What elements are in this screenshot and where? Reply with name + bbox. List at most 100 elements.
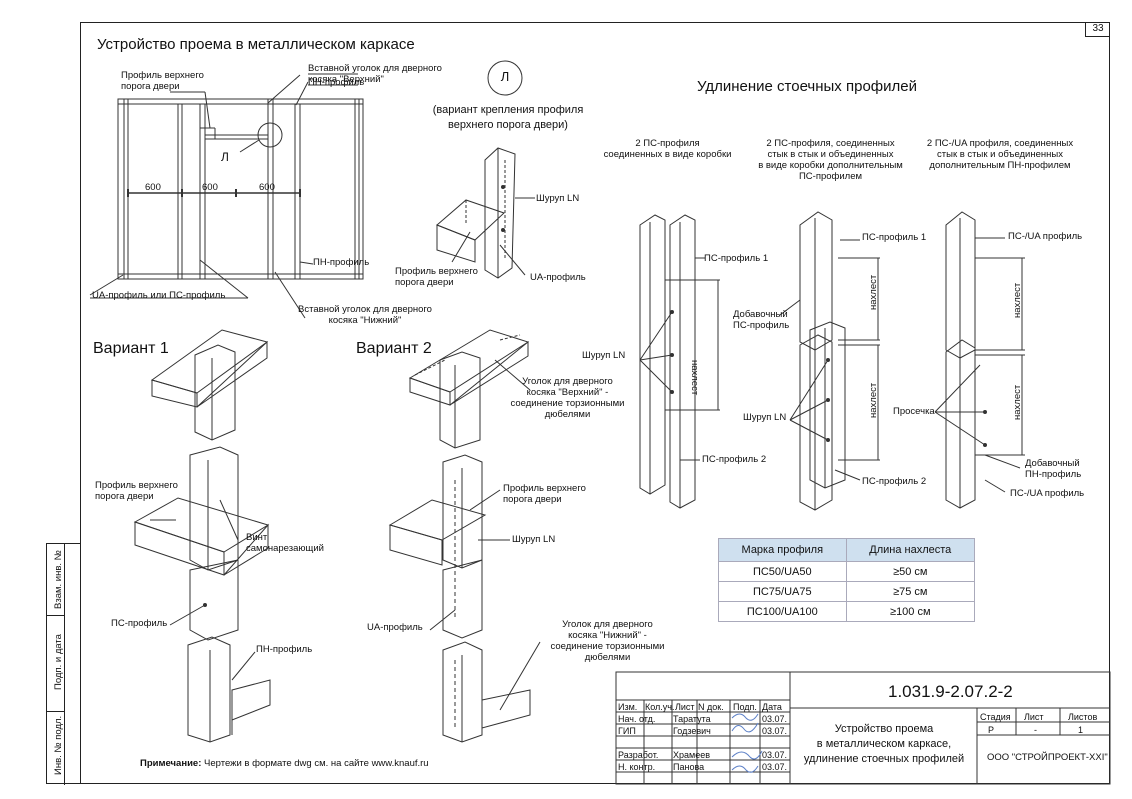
table-cell: ≥100 см [845,601,976,622]
opening-title: Устройство проема в металлическом каркас… [97,36,415,53]
table-cell: ≥50 см [845,561,976,582]
role-4: Н. контр. [618,762,656,772]
label-v2-screw: Шуруп LN [512,534,556,545]
col-header-podp: Подп. [733,702,757,712]
note-label: Примечание: [140,758,202,769]
label-pn-profile-top: ПН-профиль [308,77,365,88]
sheet-value: - [1034,725,1037,735]
stage-value: Р [988,725,995,735]
note-text: Чертежи в формате dwg см. на сайте www.k… [201,758,429,769]
variant2-middle [388,454,510,639]
company-name: ООО "СТРОЙПРОЕКТ-XXI" [987,752,1108,763]
table-cell: ПС100/UA100 [718,601,847,622]
extension-header-2: 2 ПС-профиля, соединенных стык в стык и … [758,138,903,182]
date-4: 03.07. [762,762,788,772]
col-header-ndoc: N док. [698,702,724,712]
drawing-sheet [80,22,1110,784]
label-detail-screw: Шуруп LN [536,193,580,204]
role-1: Нач. отд. [618,714,656,724]
extension-column-3 [934,211,1025,509]
table-row: ПС50/UA50 ≥50 см [718,561,976,582]
label-v2-top-sill: Профиль верхнего порога двери [503,483,586,505]
label-v1-screw: Винт самонарезающий [246,532,324,554]
name-2: Годзевич [673,726,711,736]
label-pn-profile-bottom: ПН-профиль [313,257,370,268]
table-cell: ≥75 см [845,581,976,602]
variant2-title: Вариант 2 [356,340,432,357]
label-c2-screw: Шуруп LN [743,412,787,423]
name-4: Панова [673,762,705,772]
extension-header-3: 2 ПС-/UA профиля, соединенных стык в сты… [926,138,1074,171]
label-insert-corner-top: Вставной уголок для дверного косяка "Вер… [308,63,442,85]
name-3: Храмеев [673,750,710,760]
label-v1-ps: ПС-профиль [111,618,168,629]
sheets-header: Листов [1068,712,1098,722]
variant2-top [408,329,531,449]
label-c3-cut: Просечка [893,406,935,417]
col-header-data: Дата [762,702,782,712]
label-ua-or-ps: UA-профиль или ПС-профиль [92,290,226,301]
label-c2-ps1: ПС-профиль 1 [862,232,927,243]
label-detail-top-sill: Профиль верхнего порога двери [395,266,478,288]
overlap-table: Марка профиля Длина нахлеста ПС50/UA50 ≥… [718,538,976,622]
label-dim-1: 600 [145,182,161,193]
detail-l-isometric [436,147,535,279]
sidebar-cell [47,616,65,712]
label-c1-screw: Шуруп LN [582,350,626,361]
col-header-list: Лист [675,702,695,712]
label-c2-ps2: ПС-профиль 2 [862,476,927,487]
table-row: ПС100/UA100 ≥100 см [718,601,976,622]
sheet-header: Лист [1024,712,1044,722]
variant2-bottom [442,641,541,743]
date-1: 03.07. [762,714,788,724]
label-insert-corner-bottom: Вставной уголок для дверного косяка "Ниж… [298,304,432,326]
table-header-length: Длина нахлеста [845,538,976,562]
extension-header-1: 2 ПС-профиля соединенных в виде коробки [603,138,732,160]
extension-title: Удлинение стоечных профилей [697,78,917,95]
extension-column-2 [779,211,880,511]
label-c1-ps2: ПС-профиль 2 [702,454,767,465]
label-c2-overlap-2: нахлест [868,382,879,418]
title-block-frame [615,671,1111,785]
label-c1-ps1: ПС-профиль 1 [704,253,769,264]
variant1-bottom [187,636,271,743]
label-c2-extra: Добавочный ПС-профиль [733,309,790,331]
sidebar-cell [47,544,65,616]
label-top-sill-profile: Профиль верхнего порога двери [121,70,204,92]
col-header-izm: Изм. [618,702,638,712]
document-code: 1.031.9-2.07.2-2 [888,682,1013,701]
label-v2-corner-top: Уголок для дверного косяка "Верхний" - с… [510,376,625,420]
col-header-kol: Кол.уч. [645,702,675,712]
label-dim-2: 600 [202,182,218,193]
note: Примечание: Чертежи в формате dwg см. на… [140,758,429,769]
name-1: Таратута [673,714,711,724]
document-description: Устройство проема в металлическом каркас… [803,723,965,765]
detail-letter: Л [500,69,510,84]
table-row: ПС75/UA75 ≥75 см [718,581,976,602]
role-3: Разработ. [618,750,659,760]
label-c2-overlap-1: нахлест [868,274,879,310]
label-v2-ua: UA-профиль [367,622,423,633]
detail-circle [487,60,523,96]
label-v1-top-sill: Профиль верхнего порога двери [95,480,178,502]
table-header-mark: Марка профиля [718,538,847,562]
label-v2-corner-bottom: Уголок для дверного косяка "Нижний" - со… [550,619,665,663]
label-c3-ua2: ПС-/UA профиль [1010,488,1085,499]
label-c3-overlap-1: нахлест [1012,282,1023,318]
sheets-value: 1 [1078,725,1084,735]
role-2: ГИП [618,726,636,736]
page-number: 33 [1085,22,1110,37]
opening-frame-elevation [89,73,364,319]
label-detail-ua: UA-профиль [530,272,586,283]
sidebar-cell [47,712,65,785]
date-3: 03.07. [762,750,788,760]
label-v1-pn: ПН-профиль [256,644,313,655]
label-dim-3: 600 [259,182,275,193]
label-detail-ref: Л [221,150,229,164]
sidebar-stamp: Взам. инв. № Подп. и дата Инв. № подл. [46,543,80,785]
label-c1-overlap: нахлест [689,360,700,396]
label-c3-extra: Добавочный ПН-профиль [1025,458,1082,480]
signatures [731,713,763,773]
table-cell: ПС75/UA75 [718,581,847,602]
